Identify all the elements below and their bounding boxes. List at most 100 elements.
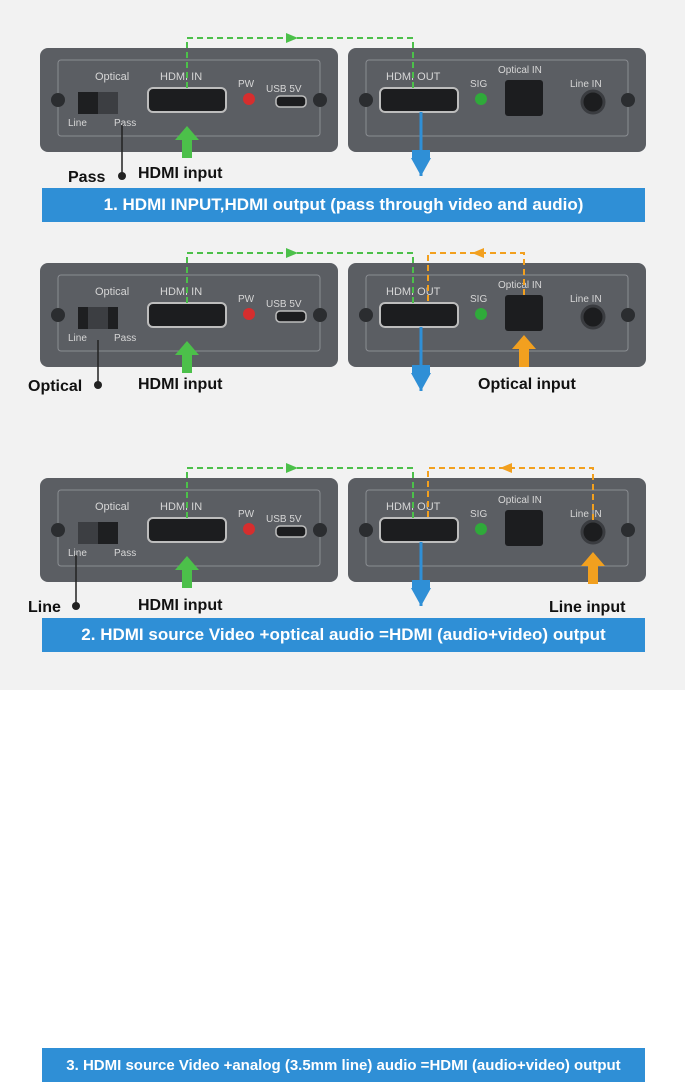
output-arrow-icon [411,588,431,606]
panel-3: Optical Line Pass HDMI IN PW USB 5V HDMI… [0,430,685,1082]
secondary-input-label: Optical input [478,376,576,393]
screw-icon [51,523,65,537]
panel-1-diagram: Optical Line Pass HDMI IN PW USB 5V HDMI… [40,33,646,186]
screw-icon [359,93,373,107]
hdmi-pass-path [186,37,414,88]
hdmi-in-port [147,87,227,113]
hdmi-in-port [147,517,227,543]
hdmi-input-label: HDMI input [138,165,223,182]
pass-label: Pass [114,118,136,129]
power-led [243,93,255,105]
screw-icon [621,523,635,537]
output-arrow-stem [412,580,430,590]
sig-label: SIG [470,509,487,520]
signal-led [475,523,487,535]
mode-1-banner: 1. HDMI INPUT,HDMI output (pass through … [42,188,645,222]
arrow-right-icon [286,248,298,258]
output-arrow-stem [412,365,430,375]
screw-icon [51,308,65,322]
hdmi-pass-path [186,467,414,518]
arrow-left-icon [472,248,484,258]
power-led [243,523,255,535]
usb-port [275,310,307,323]
usb-label: USB 5V [266,299,302,310]
screw-icon [621,93,635,107]
mode-3-banner: 3. HDMI source Video +analog (3.5mm line… [42,1048,645,1082]
hdmi-in-port [147,302,227,328]
optical-input-arrow-icon [512,335,536,367]
screw-icon [313,523,327,537]
hdmi-input-arrow-icon [175,126,199,158]
line-in-label: Line IN [570,79,602,90]
usb-port [275,95,307,108]
optical-in-label: Optical IN [498,65,542,76]
line-in-jack [580,89,606,115]
optical-label: Optical [95,286,129,298]
mode-2-banner: 2. HDMI source Video +optical audio =HDM… [42,618,645,652]
switch-state-label: Pass [68,169,105,186]
screw-icon [313,93,327,107]
screw-icon [313,308,327,322]
line-label: Line [68,548,87,559]
hdmi-out-port [379,302,459,328]
screw-icon [359,523,373,537]
signal-led [475,308,487,320]
output-arrow-icon [411,373,431,391]
optical-in-label: Optical IN [498,495,542,506]
hdmi-out-port [379,87,459,113]
usb-label: USB 5V [266,84,302,95]
panel-2-diagram: Optical Line Pass HDMI IN PW USB 5V HDMI… [28,248,646,395]
pw-label: PW [238,79,255,90]
usb-label: USB 5V [266,514,302,525]
hdmi-input-label: HDMI input [138,376,223,393]
hdmi-out-port [379,517,459,543]
power-led [243,308,255,320]
optical-in-port [505,510,543,546]
output-arrow-icon [411,158,431,176]
switch-knob [88,307,108,329]
hdmi-input-arrow-icon [175,556,199,588]
panel-1: Optical Line Pass HDMI IN PW USB 5V HDMI… [0,0,685,222]
line-in-jack [580,304,606,330]
pass-label: Pass [114,548,136,559]
line-in-label: Line IN [570,509,602,520]
line-in-label: Line IN [570,294,602,305]
hdmi-pass-path [186,252,414,303]
pw-label: PW [238,294,255,305]
line-input-arrow-icon [581,552,605,584]
secondary-input-label: Line input [549,599,626,616]
panel-2: Optical Line Pass HDMI IN PW USB 5V HDMI… [0,215,685,652]
hdmi-in-label: HDMI IN [160,286,202,298]
arrow-right-icon [286,33,298,43]
switch-knob [98,92,118,114]
switch-pointer-dot [94,381,102,389]
pw-label: PW [238,509,255,520]
output-arrow-stem [412,150,430,160]
hdmi-in-label: HDMI IN [160,71,202,83]
panel-3-diagram: Optical Line Pass HDMI IN PW USB 5V HDMI… [28,463,646,616]
sig-label: SIG [470,79,487,90]
optical-in-port [505,80,543,116]
line-label: Line [68,333,87,344]
optical-label: Optical [95,71,129,83]
hdmi-input-label: HDMI input [138,597,223,614]
switch-pointer-dot [118,172,126,180]
arrow-left-icon [500,463,512,473]
screw-icon [359,308,373,322]
line-label: Line [68,118,87,129]
hdmi-input-arrow-icon [175,341,199,373]
sig-label: SIG [470,294,487,305]
optical-in-label: Optical IN [498,280,542,291]
screw-icon [621,308,635,322]
hdmi-in-label: HDMI IN [160,501,202,513]
screw-icon [51,93,65,107]
switch-state-label: Optical [28,378,82,395]
pass-label: Pass [114,333,136,344]
switch-knob [78,522,98,544]
usb-port [275,525,307,538]
optical-in-port [505,295,543,331]
arrow-right-icon [286,463,298,473]
switch-state-label: Line [28,599,61,616]
switch-pointer-dot [72,602,80,610]
line-in-jack [580,519,606,545]
